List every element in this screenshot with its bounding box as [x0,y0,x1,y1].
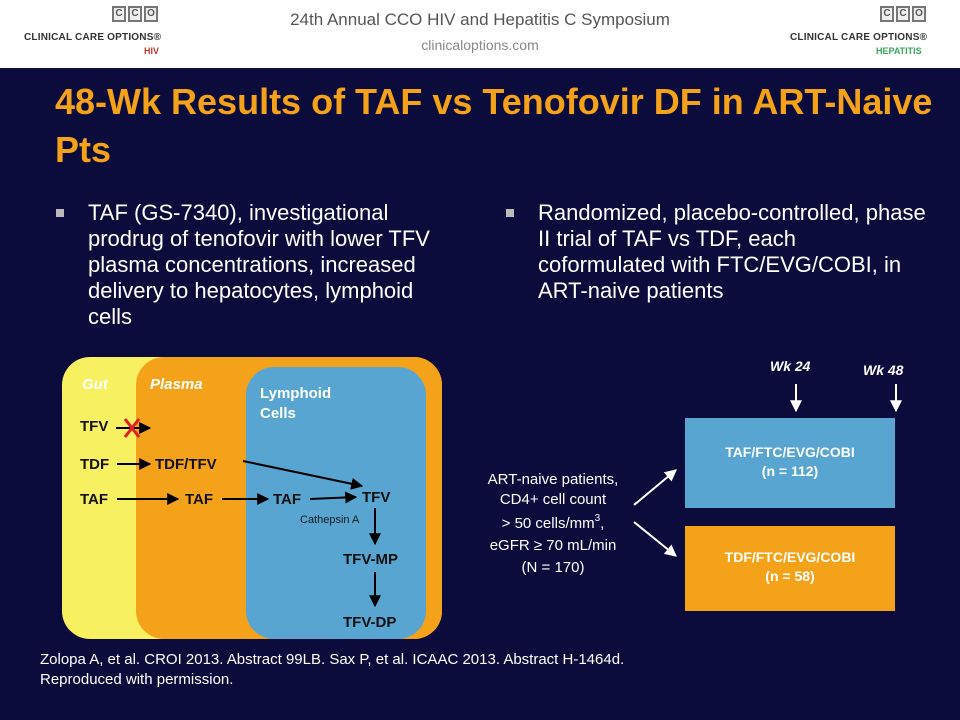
cathepsin-a-label: Cathepsin A [300,514,360,526]
mechanism-diagram: Gut Plasma Lymphoid Cells TFV TDF TAF TD… [62,357,442,639]
gut-tfv-label: TFV [80,418,108,435]
population-line1: ART-naive patients, [488,471,619,488]
population-line3: > 50 cells/mm3, [502,513,605,532]
bullet-text: Randomized, placebo-controlled, phase II… [538,200,926,303]
blocked-x-icon [123,418,141,438]
population-line4: eGFR ≥ 70 mL/min [490,537,617,554]
population-line5: (N = 170) [522,559,585,576]
logo-brand-text: CLINICAL CARE OPTIONS® [24,32,162,43]
slide-title: 48-Wk Results of TAF vs Tenofovir DF in … [55,81,933,170]
bullet-taf-description: TAF (GS-7340), investigational prodrug o… [56,200,466,340]
citation-line1: Zolopa A, et al. CROI 2013. Abstract 99L… [40,651,625,668]
taf-arm-box [685,418,895,508]
logo-brand-text: CLINICAL CARE OPTIONS® [790,32,928,43]
gut-label: Gut [82,376,109,393]
citation: Zolopa A, et al. CROI 2013. Abstract 99L… [40,650,940,690]
citation-line2: Reproduced with permission. [40,671,234,688]
wk48-label: Wk 48 [863,362,904,378]
tdf-arm-box [685,526,895,611]
lymphoid-label: Lymphoid [260,385,331,402]
cco-logo-mark: C C O [880,6,926,22]
tdf-arm-label: TDF/FTC/EVG/COBI [725,549,856,565]
logo-sub-text: HEPATITIS [876,46,922,56]
cco-logo-mark: C C O [112,6,158,22]
wk24-label: Wk 24 [770,358,811,374]
plasma-label: Plasma [150,376,203,393]
logo-sub-text: HIV [144,46,160,56]
bullet-marker-icon [506,209,514,217]
plasma-tdf-tfv-label: TDF/TFV [155,456,217,473]
conference-title: 24th Annual CCO HIV and Hepatitis C Symp… [290,10,670,29]
plasma-taf-label: TAF [185,491,213,508]
header-bar: C C O CLINICAL CARE OPTIONS® HIV 24th An… [0,0,960,68]
gut-taf-label: TAF [80,491,108,508]
cco-hepatitis-logo: C C O CLINICAL CARE OPTIONS® HEPATITIS [790,6,950,62]
conference-url: clinicaloptions.com [421,37,539,53]
lymphoid-taf-label: TAF [273,491,301,508]
population-line2: CD4+ cell count [500,491,607,508]
randomization-arrow-tdf [633,521,677,557]
trial-design-diagram: ART-naive patients, CD4+ cell count > 50… [488,358,904,611]
bullet-marker-icon [56,209,64,217]
bullet-text: TAF (GS-7340), investigational prodrug o… [88,200,430,329]
lymphoid-label-line2: Cells [260,405,296,422]
tdf-arm-n: (n = 58) [765,568,814,584]
cco-hiv-logo: C C O CLINICAL CARE OPTIONS® HIV [24,6,184,62]
tfv-dp-label: TFV-DP [343,614,396,631]
bullet-trial-design: Randomized, placebo-controlled, phase II… [506,200,926,340]
lymphoid-tfv-label: TFV [362,489,390,506]
gut-tdf-label: TDF [80,456,109,473]
tfv-mp-label: TFV-MP [343,551,398,568]
taf-arm-label: TAF/FTC/EVG/COBI [725,444,855,460]
tdf-tfv-uptake-arrow [242,460,364,490]
lymphoid-compartment [246,367,426,639]
cathepsin-conversion-arrow [309,491,358,504]
randomization-arrow-taf [633,469,677,506]
taf-arm-n: (n = 112) [762,463,818,479]
